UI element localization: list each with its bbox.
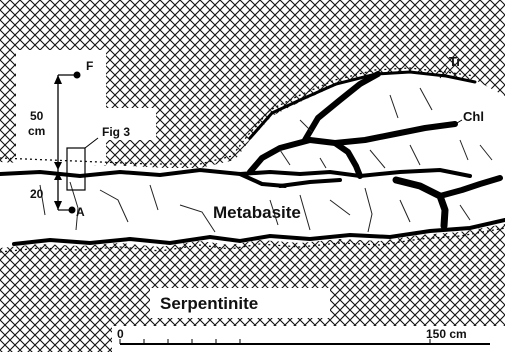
chlorite-vein-4	[396, 180, 445, 226]
sample-figure-label: Fig 3	[102, 125, 130, 139]
section-arrow-bottom	[54, 201, 62, 210]
serpentinite-label: Serpentinite	[160, 294, 258, 313]
chlorite-vein-5	[440, 178, 500, 196]
upper-distance-label: 50	[30, 109, 44, 123]
point-a-marker	[69, 207, 76, 214]
metabasite-upper-boundary	[0, 170, 470, 176]
section-arrow-mid-up	[54, 162, 62, 170]
lower-distance-label: 20	[30, 187, 44, 201]
point-f-label: F	[86, 59, 93, 73]
point-a-label: A	[76, 205, 85, 219]
chlorite-vein-3	[335, 124, 455, 143]
metabasite-label: Metabasite	[213, 203, 301, 222]
chlorite-label: Chl	[463, 109, 484, 124]
scale-bar-start-label: 0	[117, 327, 124, 341]
chlorite-vein-7	[280, 180, 340, 186]
upper-unit-label: cm	[28, 124, 45, 138]
tremolite-label: Tr	[449, 54, 461, 69]
scale-bar-end-label: 150 cm	[426, 327, 467, 341]
chlorite-vein-6	[240, 174, 285, 186]
point-f-marker	[74, 72, 81, 79]
